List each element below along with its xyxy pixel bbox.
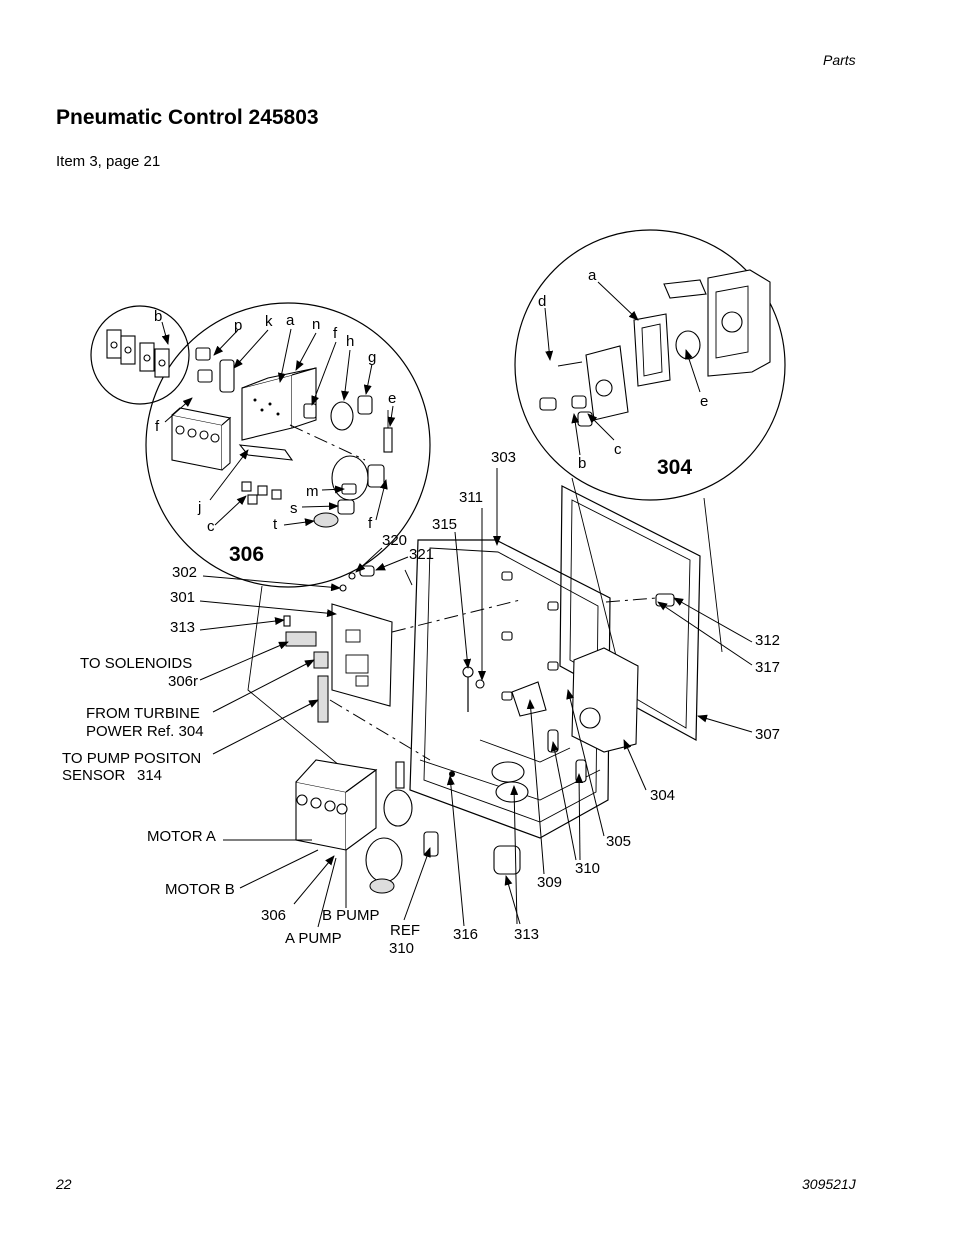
detail-306-circle: [145, 302, 431, 588]
callout-304-e: e: [700, 393, 708, 410]
callout-306-f-top: f: [333, 325, 338, 342]
callout-321: 321: [409, 546, 434, 563]
detail-304-label: 304: [657, 456, 692, 479]
callout-301: 301: [170, 589, 195, 606]
callout-303: 303: [491, 449, 516, 466]
callout-306: 306: [261, 907, 286, 924]
callout-314: 314: [137, 767, 162, 784]
callout-306-b: b: [154, 308, 162, 325]
main-enclosure: [409, 485, 701, 875]
grommet: [491, 761, 525, 783]
label-motor-b: MOTOR B: [165, 881, 235, 898]
detail-306-centerline: [289, 424, 366, 461]
label-ref-310: 310: [389, 940, 414, 957]
callout-313-bottom: 313: [514, 926, 539, 943]
screw-d: [557, 361, 583, 367]
detail-306-tangent-2: [404, 569, 413, 586]
connector-313: [493, 845, 521, 875]
callout-311: 311: [459, 489, 483, 506]
callout-312: 312: [755, 632, 780, 649]
gasket-307: [559, 485, 701, 741]
detail-306-group: b p k a n f h g e f j c m s t f 306: [90, 302, 431, 771]
detail-304-leaders: [544, 281, 701, 456]
callout-304-a: a: [588, 267, 597, 284]
callout-306-a: a: [286, 312, 295, 329]
page-subtitle: Item 3, page 21: [56, 153, 161, 170]
callout-302: 302: [172, 564, 197, 581]
circuit-card: [663, 279, 707, 299]
valve-stack-306: [295, 759, 439, 894]
callout-306-t: t: [273, 516, 278, 533]
callout-306-e: e: [388, 390, 396, 407]
detail-306-label: 306: [229, 543, 264, 566]
document-number: 309521J: [802, 1176, 856, 1192]
detail-304-tangent-2: [703, 497, 723, 653]
detail-304-group: a d e b c 304: [514, 229, 786, 681]
callout-304-b: b: [578, 455, 586, 472]
callout-304-d: d: [538, 293, 546, 310]
callout-305: 305: [606, 833, 631, 850]
fitting-cluster: [195, 347, 235, 393]
parts-m-s-t: [313, 483, 357, 528]
label-to-solenoids: TO SOLENOIDS: [80, 655, 192, 672]
callout-307: 307: [755, 726, 780, 743]
label-from-turbine: FROM TURBINE: [86, 705, 200, 722]
turbine-304: [571, 647, 639, 753]
label-sensor: SENSOR: [62, 767, 126, 784]
page-number: 22: [56, 1176, 72, 1192]
callout-310: 310: [575, 860, 600, 877]
detail-304-circle: [514, 229, 786, 501]
fitting-c: [571, 395, 587, 409]
callout-315: 315: [432, 516, 457, 533]
callout-306-n: n: [312, 316, 320, 333]
main-leaders: [199, 468, 753, 928]
callout-306-f-left: f: [155, 418, 160, 435]
callout-306-g: g: [368, 349, 376, 366]
label-b-pump: B PUMP: [322, 907, 380, 924]
callout-306-h: h: [346, 333, 354, 350]
detail-304-tangent: [571, 477, 623, 681]
callout-309: 309: [537, 874, 562, 891]
label-to-pump-position: TO PUMP POSITON: [62, 750, 201, 767]
fittings-c: [241, 481, 282, 505]
callout-306-m: m: [306, 483, 319, 500]
label-ref: REF: [390, 922, 420, 939]
gasket-a: [633, 313, 671, 387]
callout-304: 304: [650, 787, 675, 804]
callout-306-c: c: [207, 518, 215, 535]
detail-306-leaders: [161, 321, 396, 527]
callout-320: 320: [382, 532, 407, 549]
solenoid-stack: [171, 407, 232, 471]
detail-306-tangent: [247, 585, 346, 771]
detail-306-inset-circle: [90, 305, 190, 405]
gasket-j: [238, 444, 294, 461]
callout-306r: 306r: [168, 673, 198, 690]
callout-304-c: c: [614, 441, 622, 458]
callout-306-p: p: [234, 317, 242, 334]
page-title: Pneumatic Control 245803: [56, 106, 319, 129]
callout-306-f-right: f: [368, 515, 373, 532]
section-header: Parts: [823, 52, 856, 68]
callout-306-j: j: [197, 499, 201, 516]
inset-valve-blocks: [106, 329, 170, 378]
callout-306-s: s: [290, 500, 298, 517]
callout-306-k: k: [265, 313, 273, 330]
fitting-b: [539, 397, 557, 411]
callout-317: 317: [755, 659, 780, 676]
label-motor-a: MOTOR A: [147, 828, 216, 845]
label-power-ref: POWER Ref. 304: [86, 723, 204, 740]
label-a-pump: A PUMP: [285, 930, 342, 947]
bracket: [511, 681, 547, 717]
turbine-housing: [707, 269, 771, 377]
callout-313-left: 313: [170, 619, 195, 636]
callout-316: 316: [453, 926, 478, 943]
circuit-board-301: [283, 565, 521, 761]
